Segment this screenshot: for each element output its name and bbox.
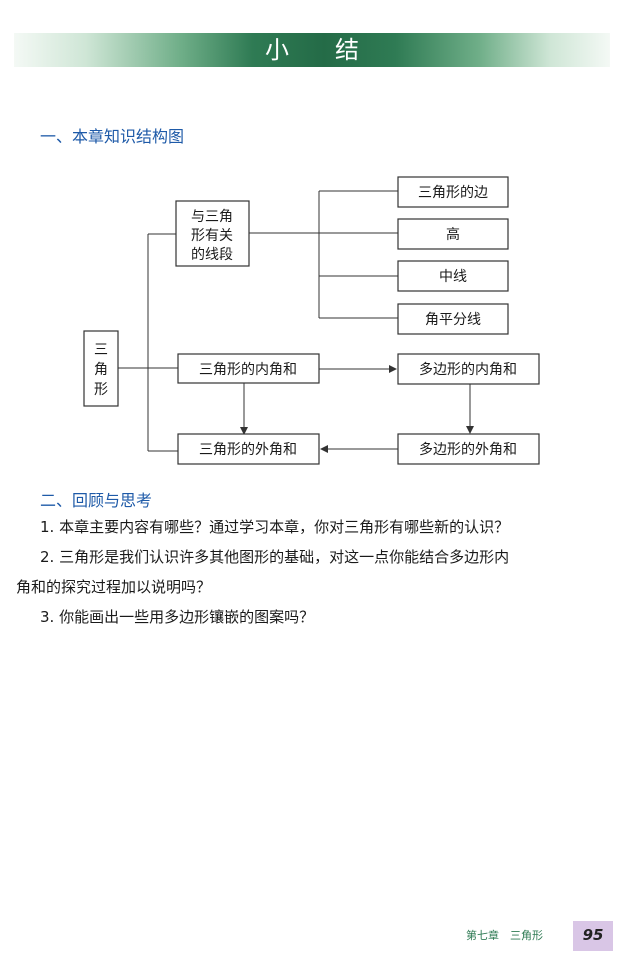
triangle-exterior-label: 三角形的外角和 <box>199 442 297 458</box>
triangle-interior-label: 三角形的内角和 <box>199 362 297 378</box>
question-3: 3. 你能画出一些用多边形镶嵌的图案吗？ <box>40 608 315 626</box>
section-heading-structure: 一、本章知识结构图 <box>40 127 185 146</box>
root-label-1: 三 <box>94 342 108 358</box>
box-branch-median <box>397 260 509 292</box>
branch-median-label: 中线 <box>439 269 467 285</box>
page-title: 小结 <box>265 36 405 64</box>
page-number: 95 <box>582 926 604 944</box>
root-label-2: 角 <box>94 362 108 378</box>
box-root <box>83 330 119 407</box>
footer-chapter: 第七章 三角形 <box>466 929 543 942</box>
page-number-tab: 95 <box>573 921 613 951</box>
box-polygon-interior <box>397 353 540 385</box>
question-2-line-2: 角和的探究过程加以说明吗？ <box>16 578 212 596</box>
polygon-interior-label: 多边形的内角和 <box>419 361 517 378</box>
branch-bisector-label: 角平分线 <box>425 312 481 328</box>
box-triangle-exterior <box>177 433 320 465</box>
box-triangle-interior <box>177 353 320 384</box>
branch-side-label: 三角形的边 <box>418 185 488 201</box>
question-1: 1. 本章主要内容有哪些？通过学习本章，你对三角形有哪些新的认识？ <box>40 518 510 536</box>
segments-label-1: 与三角 <box>191 209 233 225</box>
box-segments <box>175 200 250 267</box>
box-branch-bisector <box>397 303 509 335</box>
title-banner: 小结 <box>14 33 610 67</box>
segments-label-2: 形有关 <box>191 228 233 244</box>
question-2-line-1: 2. 三角形是我们认识许多其他图形的基础，对这一点你能结合多边形内 <box>40 548 510 566</box>
root-label-3: 形 <box>94 382 108 398</box>
box-branch-side <box>397 176 509 208</box>
box-branch-height <box>397 218 509 250</box>
segments-label-3: 的线段 <box>191 247 233 263</box>
section-heading-review: 二、回顾与思考 <box>40 491 153 510</box>
question-2: 2. 三角形是我们认识许多其他图形的基础，对这一点你能结合多边形内 角和的探究过… <box>16 542 600 602</box>
branch-height-label: 高 <box>446 226 460 243</box>
polygon-exterior-label: 多边形的外角和 <box>419 441 517 458</box>
box-polygon-exterior <box>397 433 540 465</box>
